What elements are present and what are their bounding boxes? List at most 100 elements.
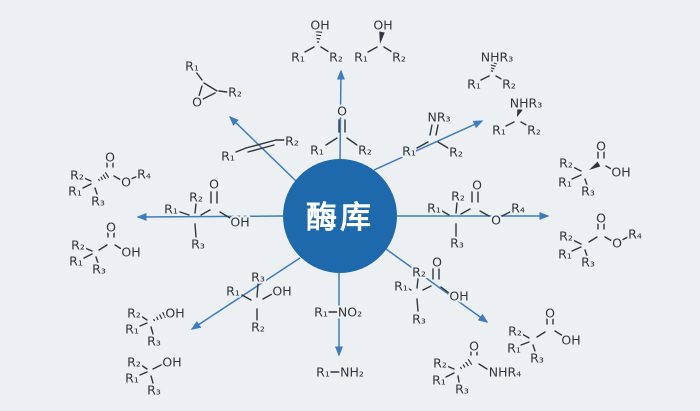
bond xyxy=(571,246,582,252)
atom-label: R₁ xyxy=(164,202,178,217)
hash-bond xyxy=(490,70,494,72)
atom-label: R₁ xyxy=(316,365,330,380)
atom-label: NHR₃ xyxy=(510,96,542,111)
bond xyxy=(554,330,564,337)
atom-label: R₁ xyxy=(68,184,82,199)
atom-label: NH₂ xyxy=(340,365,364,380)
arrow-up-right-to-chiral-amines xyxy=(373,120,484,171)
bond xyxy=(435,124,439,136)
enzyme-library-hub[interactable] xyxy=(283,159,397,273)
atom-label: R₁ xyxy=(492,123,506,138)
atom-label: R₃ xyxy=(92,262,106,277)
wedge-bond xyxy=(379,31,385,44)
bond xyxy=(571,174,582,180)
bond xyxy=(219,211,231,219)
atom-label: R₃ xyxy=(251,270,265,285)
bond xyxy=(304,46,315,53)
bond xyxy=(416,298,419,312)
atom-label: R₁ xyxy=(125,371,139,386)
atom-label: O xyxy=(192,95,202,110)
hash-bond xyxy=(104,171,110,179)
atom-label: R₃ xyxy=(412,312,426,327)
nitro-substrate: R₁ NO₂ xyxy=(312,303,364,322)
bond xyxy=(94,187,98,195)
wedge-bond xyxy=(517,108,523,117)
atom-label: R₁ xyxy=(467,77,481,92)
atom-label: R₁ xyxy=(314,305,328,320)
bond xyxy=(198,85,203,97)
bond xyxy=(457,375,460,383)
atom-label: O xyxy=(472,178,482,193)
atom-label: R₂ xyxy=(502,77,516,92)
atom-label: R₁ xyxy=(221,149,235,164)
atom-label: R₂ xyxy=(559,229,573,244)
atom-label: O xyxy=(106,220,116,235)
bond xyxy=(82,183,92,189)
bond xyxy=(346,137,358,146)
bond xyxy=(95,256,99,264)
atom-label: R₂ xyxy=(71,238,85,253)
atom-label: R₃ xyxy=(191,237,205,252)
atom-label: R₁ xyxy=(432,373,446,388)
atom-label: R₂ xyxy=(392,50,406,65)
atom-label: R₂ xyxy=(228,85,242,100)
bond xyxy=(406,287,412,291)
hash-bond xyxy=(102,174,107,180)
bond xyxy=(445,372,455,378)
bond xyxy=(83,177,92,182)
arrow-up-left-to-epoxide xyxy=(228,115,297,182)
atom-label: R₃ xyxy=(147,383,161,398)
bond xyxy=(195,71,203,81)
atom-label: R₁ xyxy=(354,50,368,65)
bond xyxy=(152,363,164,370)
atom-label: R₂ xyxy=(70,168,84,183)
atom-label: R₄ xyxy=(628,227,642,242)
bond xyxy=(139,371,148,376)
atom-label: NHR₃ xyxy=(481,50,513,65)
bond xyxy=(140,315,148,321)
atom-label: R₁ xyxy=(185,59,199,74)
bond xyxy=(194,223,197,238)
bond xyxy=(501,211,511,217)
hash-bond xyxy=(159,314,163,320)
atom-label: NO₂ xyxy=(338,305,362,320)
atom-label: R₁ xyxy=(402,144,416,159)
bond xyxy=(441,210,450,216)
atom-label: O xyxy=(209,177,219,192)
bond xyxy=(367,46,378,53)
bond xyxy=(479,210,490,217)
bond xyxy=(416,278,419,289)
atom-label: R₂ xyxy=(451,189,465,204)
atom-label: R₃ xyxy=(530,351,544,366)
atom-label: R₃ xyxy=(91,194,105,209)
bond xyxy=(247,144,275,153)
bond xyxy=(150,326,154,335)
atom-label: R₂ xyxy=(189,190,203,205)
atom-label: R₂ xyxy=(433,356,447,371)
bond xyxy=(150,375,154,384)
bond xyxy=(262,293,273,300)
atom-label: R₁ xyxy=(394,279,408,294)
arrow-up-to-sec-alcohols xyxy=(336,69,345,160)
atom-label: NHR₄ xyxy=(489,365,521,380)
atom-label: R₂ xyxy=(329,50,343,65)
bond xyxy=(83,253,93,259)
bond xyxy=(84,247,93,252)
arrow-down-left-to-tert-alcohols xyxy=(190,257,301,330)
atom-label: OH xyxy=(611,165,630,180)
wedge-bond xyxy=(589,161,601,170)
bond xyxy=(440,286,450,294)
bond xyxy=(532,344,536,352)
atom-label: R₁ xyxy=(226,284,240,299)
atom-label: O xyxy=(432,255,442,270)
